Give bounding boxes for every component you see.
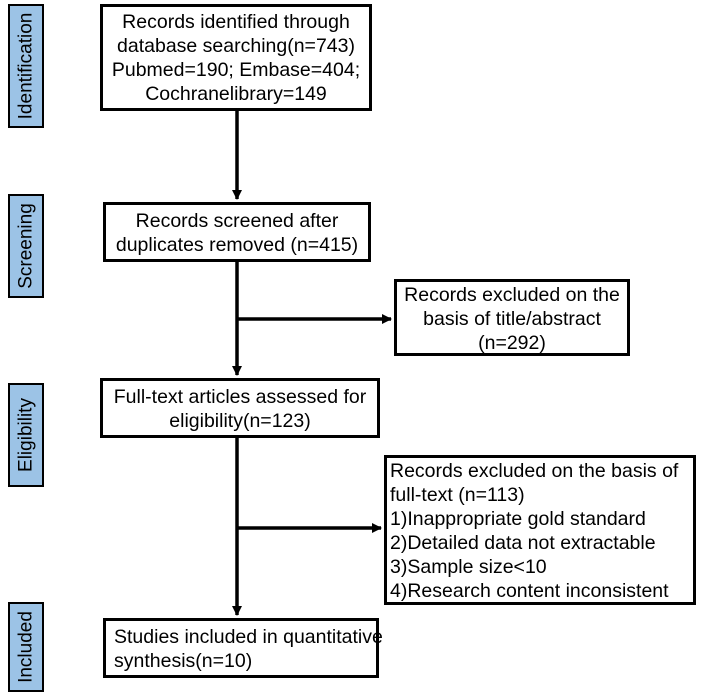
box-line: 1)Inappropriate gold standard: [390, 508, 646, 530]
box-excluded-full-text: Records excluded on the basis of full-te…: [384, 455, 696, 605]
box-studies-included: Studies included in quantitative synthes…: [103, 618, 383, 678]
phase-eligibility: Eligibility: [8, 383, 44, 487]
box-line: (n=292): [478, 332, 546, 354]
box-line: Records excluded on the: [404, 284, 620, 306]
box-line: duplicates removed (n=415): [115, 234, 359, 256]
box-records-screened: Records screened after duplicates remove…: [103, 202, 371, 262]
box-line: Full-text articles assessed for: [113, 386, 367, 408]
box-full-text-assessed: Full-text articles assessed for eligibil…: [100, 378, 380, 438]
box-line: basis of title/abstract: [423, 308, 601, 330]
phase-identification: Identification: [8, 4, 44, 128]
box-line: 4)Research content inconsistent: [390, 580, 669, 602]
box-line: Records excluded on the basis of: [390, 460, 679, 482]
box-line: Records identified through: [122, 11, 350, 33]
box-line: Records screened after: [135, 210, 339, 232]
box-line: Studies included in quantitative: [114, 626, 383, 648]
box-line: Cochranelibrary=149: [145, 83, 327, 105]
box-records-identified: Records identified through database sear…: [100, 4, 372, 111]
box-line: Pubmed=190; Embase=404;: [111, 59, 361, 81]
box-line: full-text (n=113): [390, 484, 525, 506]
box-line: 2)Detailed data not extractable: [390, 532, 656, 554]
box-excluded-title-abstract: Records excluded on the basis of title/a…: [394, 279, 630, 356]
box-line: synthesis(n=10): [114, 650, 253, 672]
phase-included: Included: [8, 602, 44, 692]
box-line: 3)Sample size<10: [390, 556, 547, 578]
phase-screening: Screening: [8, 194, 44, 298]
box-line: eligibility(n=123): [169, 410, 311, 432]
box-line: database searching(n=743): [117, 35, 355, 57]
